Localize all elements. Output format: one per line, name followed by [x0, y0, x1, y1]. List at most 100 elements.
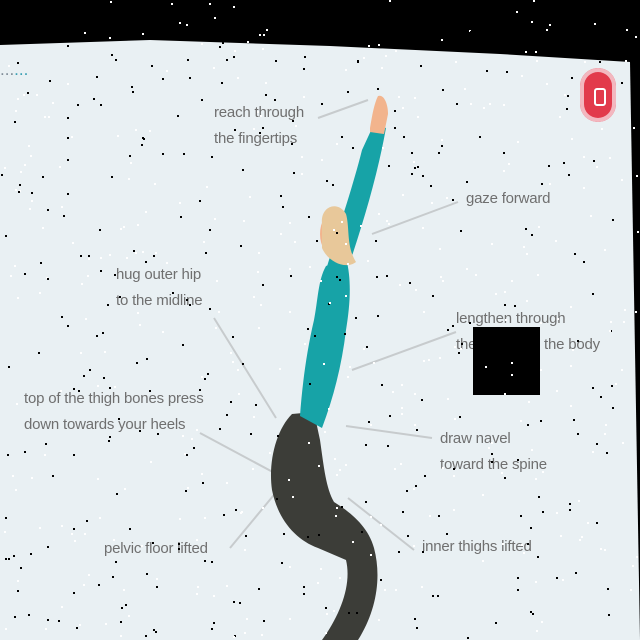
noise-speck [124, 488, 126, 490]
noise-speck [594, 36, 596, 38]
noise-speck [479, 136, 481, 138]
noise-speck [587, 522, 589, 524]
noise-speck [156, 578, 158, 580]
noise-speck [540, 322, 542, 324]
noise-speck [31, 200, 33, 202]
noise-speck [568, 174, 570, 176]
noise-speck [411, 173, 413, 175]
noise-speck [18, 191, 20, 193]
noise-speck [584, 61, 586, 63]
noise-speck [386, 220, 388, 222]
noise-speck [401, 407, 403, 409]
noise-speck [453, 509, 455, 511]
noise-speck [385, 55, 387, 57]
cue-navel-line-2: toward the spine [440, 456, 547, 473]
noise-speck [105, 623, 107, 625]
noise-speck [129, 528, 131, 530]
noise-speck [527, 543, 529, 545]
noise-speck [489, 103, 491, 105]
noise-speck [541, 621, 543, 623]
noise-speck [521, 75, 523, 77]
noise-speck [502, 543, 504, 545]
noise-speck [78, 390, 80, 392]
noise-speck [407, 535, 409, 537]
noise-speck [415, 289, 417, 291]
noise-speck [535, 478, 537, 480]
noise-speck [45, 443, 47, 445]
noise-speck [120, 621, 122, 623]
noise-speck [260, 304, 262, 306]
noise-speck [243, 220, 245, 222]
noise-speck [592, 451, 594, 453]
noise-speck [109, 37, 111, 39]
noise-speck [84, 533, 86, 535]
noise-speck [42, 227, 44, 229]
noise-speck [115, 59, 117, 61]
noise-speck [520, 420, 522, 422]
noise-speck [28, 145, 30, 147]
noise-speck [88, 574, 90, 576]
noise-speck [413, 488, 415, 490]
noise-speck [67, 117, 69, 119]
noise-speck [389, 0, 391, 2]
noise-speck [97, 385, 99, 387]
noise-speck [398, 551, 400, 553]
noise-speck [17, 580, 19, 582]
noise-speck [401, 413, 403, 415]
noise-speck [378, 213, 380, 215]
noise-speck [266, 29, 268, 31]
noise-speck [381, 67, 383, 69]
noise-speck [503, 104, 505, 106]
noise-speck [326, 180, 328, 182]
noise-speck [265, 82, 267, 84]
noise-speck [442, 89, 444, 91]
noise-speck [184, 453, 186, 455]
noise-speck [420, 65, 422, 67]
noise-speck [290, 275, 292, 277]
noise-speck [556, 512, 558, 514]
noise-speck [289, 566, 291, 568]
noise-speck [226, 59, 228, 61]
noise-speck [189, 304, 191, 306]
noise-speck [536, 60, 538, 62]
noise-speck [360, 225, 362, 227]
noise-speck [213, 595, 215, 597]
noise-speck [172, 292, 174, 294]
noise-speck [491, 442, 493, 444]
noise-speck [403, 136, 405, 138]
noise-speck [505, 319, 507, 321]
noise-speck [417, 116, 419, 118]
noise-speck [235, 509, 237, 511]
leader-lines [199, 99, 459, 551]
noise-speck [289, 222, 291, 224]
noise-speck [40, 262, 42, 264]
noise-speck [324, 431, 326, 433]
noise-speck [308, 216, 310, 218]
noise-speck [328, 408, 330, 410]
noise-speck [376, 276, 378, 278]
noise-speck [604, 549, 606, 551]
noise-speck [622, 442, 624, 444]
noise-speck [491, 461, 493, 463]
noise-speck [121, 607, 123, 609]
noise-speck [73, 388, 75, 390]
noise-speck [446, 197, 448, 199]
bookmark-icon[interactable] [580, 68, 616, 122]
noise-speck [71, 136, 73, 138]
noise-speck [381, 384, 383, 386]
noise-speck [139, 430, 141, 432]
noise-speck [47, 278, 49, 280]
noise-speck [303, 96, 305, 98]
noise-speck [28, 614, 30, 616]
noise-speck [402, 107, 404, 109]
noise-speck [389, 415, 391, 417]
noise-speck [475, 274, 477, 276]
noise-speck [182, 435, 184, 437]
noise-speck [111, 176, 113, 178]
noise-speck [581, 536, 583, 538]
noise-speck [320, 568, 322, 570]
noise-speck [20, 171, 22, 173]
noise-speck [610, 321, 612, 323]
noise-speck [201, 376, 203, 378]
noise-speck [196, 429, 198, 431]
